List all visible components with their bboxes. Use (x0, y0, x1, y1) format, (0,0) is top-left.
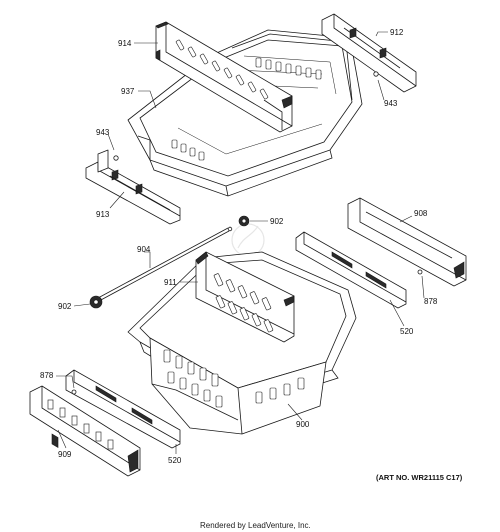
callout-943-right[interactable]: 943 (384, 99, 398, 108)
callout-911[interactable]: 911 (164, 278, 177, 287)
callout-902-upper[interactable]: 902 (270, 217, 284, 226)
screw-878-right[interactable] (417, 269, 423, 275)
screw-943-left[interactable] (113, 155, 119, 161)
callout-908[interactable]: 908 (414, 209, 428, 218)
rail-909[interactable] (29, 385, 141, 477)
rail-908[interactable] (347, 197, 467, 287)
callout-914[interactable]: 914 (118, 39, 132, 48)
rail-909-ribs (47, 399, 114, 450)
callout-904[interactable]: 904 (137, 245, 151, 254)
callout-878-left[interactable]: 878 (40, 371, 54, 380)
rod-904[interactable] (97, 226, 233, 302)
render-credit: Rendered by LeadVenture, Inc. (200, 521, 311, 530)
rail-912[interactable] (321, 13, 417, 93)
callout-520-lower[interactable]: 520 (168, 456, 182, 465)
roller-902-lower[interactable] (89, 295, 103, 309)
callout-878-right[interactable]: 878 (424, 297, 438, 306)
callout-912[interactable]: 912 (390, 28, 404, 37)
lower-drawer-900[interactable] (127, 251, 357, 435)
callout-numbers: 914 912 937 943 943 913 902 908 904 911 … (40, 28, 438, 465)
screw-943-right[interactable] (373, 71, 379, 77)
callout-913[interactable]: 913 (96, 210, 110, 219)
callout-937[interactable]: 937 (121, 87, 135, 96)
screw-878-left[interactable] (71, 389, 77, 395)
rail-913[interactable] (85, 149, 181, 225)
art-number: (ART NO. WR21115 C17) (376, 473, 463, 482)
callout-900[interactable]: 900 (296, 420, 310, 429)
divider-914-slots (175, 39, 269, 100)
divider-914[interactable] (155, 21, 293, 133)
roller-902-upper[interactable] (238, 215, 250, 227)
slide-520-lower[interactable] (65, 369, 181, 449)
callout-943-left[interactable]: 943 (96, 128, 110, 137)
callout-902-lower[interactable]: 902 (58, 302, 72, 311)
callout-909[interactable]: 909 (58, 450, 72, 459)
drawer-900-vent-slots (163, 349, 305, 408)
leader-lines (56, 31, 425, 454)
divider-911[interactable] (195, 251, 295, 343)
slide-520-right[interactable] (295, 231, 407, 309)
drawer-937-vent-slots (171, 57, 322, 161)
callout-520-right[interactable]: 520 (400, 327, 414, 336)
divider-911-slots (213, 273, 274, 333)
